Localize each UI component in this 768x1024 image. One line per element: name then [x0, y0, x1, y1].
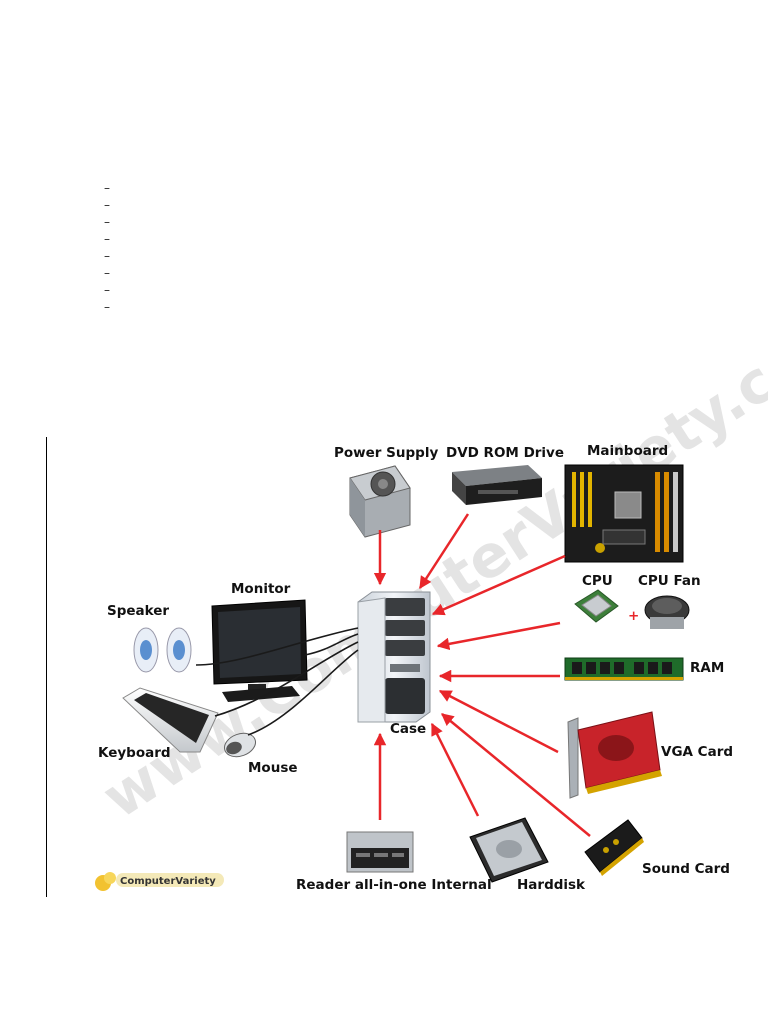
label-ram: RAM	[690, 660, 724, 676]
dvd-rom-drive-image	[452, 465, 542, 505]
mouse-image	[224, 732, 256, 758]
label-vga-card: VGA Card	[661, 744, 733, 760]
list-item: –	[104, 181, 110, 195]
label-mouse: Mouse	[248, 760, 298, 776]
label-cpu: CPU	[582, 573, 613, 589]
computer-case-image	[357, 591, 431, 723]
label-sound-card: Sound Card	[642, 861, 730, 877]
cpu-image	[574, 589, 619, 623]
list-item: –	[104, 232, 110, 246]
label-mainboard: Mainboard	[587, 443, 668, 459]
list-item: –	[104, 198, 110, 212]
power-supply-image	[349, 465, 411, 538]
cpu-fan-image	[644, 595, 690, 629]
ram-image	[564, 657, 684, 681]
label-monitor: Monitor	[231, 581, 291, 597]
label-reader: Reader all-in-one Internal	[296, 877, 492, 893]
dash-list: – – – – – – – –	[104, 180, 110, 316]
list-item: –	[104, 249, 110, 263]
sound-card-image	[584, 819, 644, 876]
list-item: –	[104, 266, 110, 280]
connection-arrows	[373, 513, 591, 837]
keyboard-image	[122, 687, 219, 753]
list-item: –	[104, 283, 110, 297]
vga-card-image	[567, 711, 662, 799]
plus-sign: +	[628, 608, 639, 624]
mainboard-image	[564, 464, 684, 563]
speakers-image	[133, 627, 192, 673]
label-keyboard: Keyboard	[98, 745, 171, 761]
label-harddisk: Harddisk	[517, 877, 586, 893]
label-speaker: Speaker	[107, 603, 169, 619]
harddisk-image	[469, 817, 549, 883]
label-power-supply: Power Supply	[334, 445, 438, 461]
card-reader-image	[346, 831, 414, 873]
monitor-image	[211, 599, 308, 702]
logo-text: ComputerVariety	[120, 876, 216, 887]
computervariety-logo: ComputerVariety	[95, 872, 224, 891]
list-item: –	[104, 300, 110, 314]
label-case: Case	[390, 721, 426, 737]
left-divider	[46, 437, 47, 897]
cables	[195, 627, 359, 736]
label-cpu-fan: CPU Fan	[638, 573, 701, 589]
list-item: –	[104, 215, 110, 229]
label-dvd-rom-drive: DVD ROM Drive	[446, 445, 564, 461]
